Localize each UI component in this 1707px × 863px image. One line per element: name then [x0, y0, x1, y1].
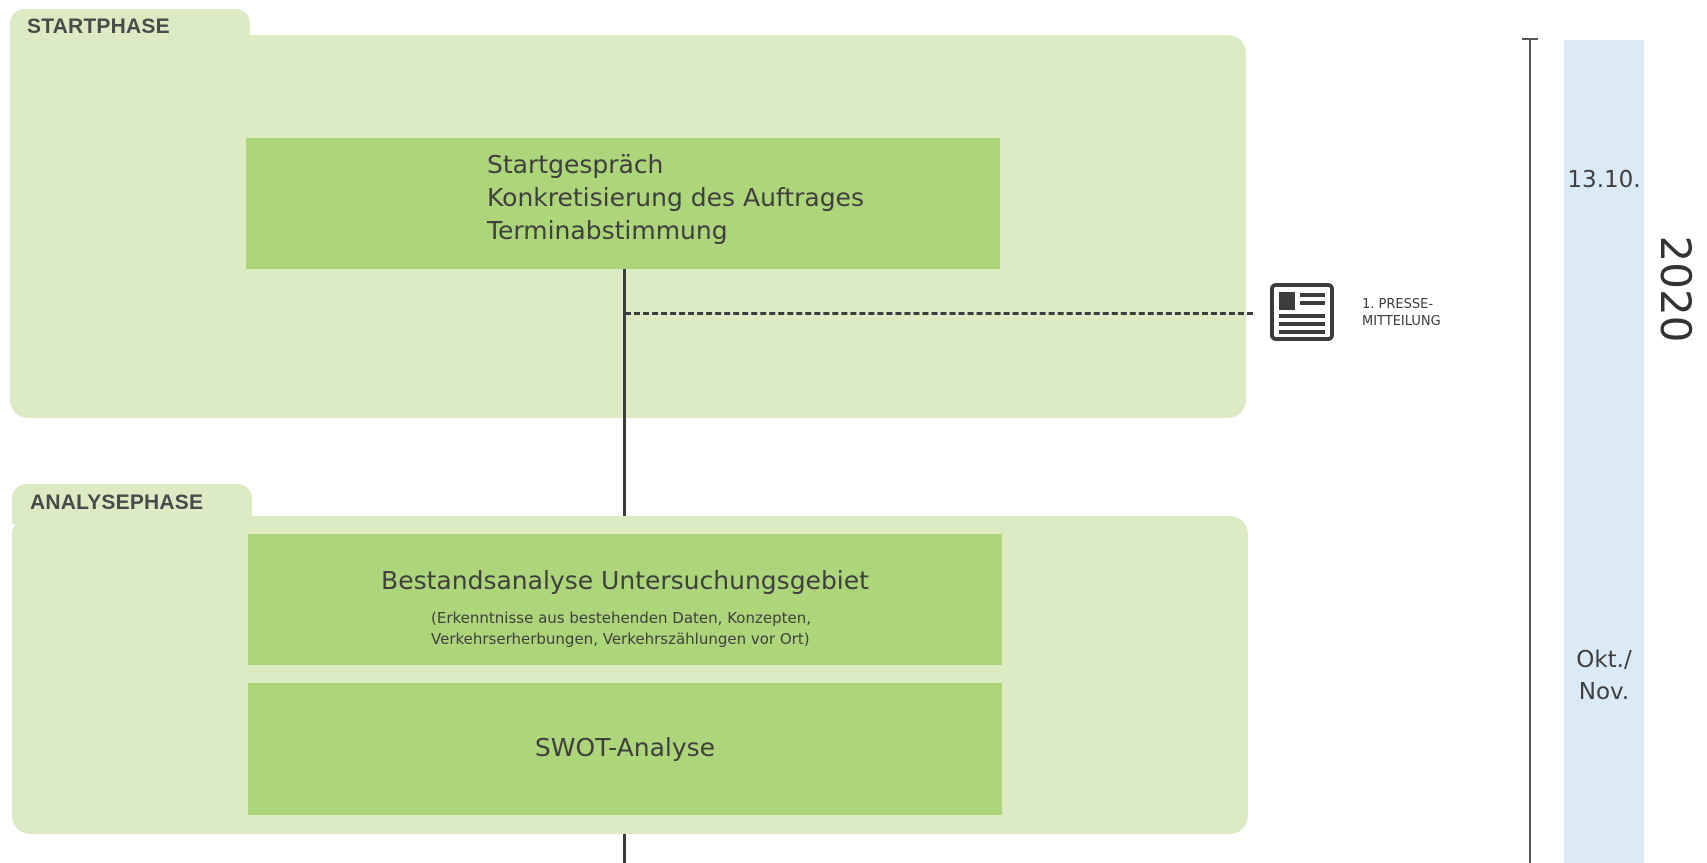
connector-line-lower [623, 815, 626, 863]
bestandsanalyse-title: Bestandsanalyse Untersuchungsgebiet [381, 566, 869, 595]
analysephase-label: ANALYSEPHASE [30, 491, 204, 514]
press-line-2: MITTEILUNG [1362, 314, 1441, 329]
date-13-10: 13.10. [1567, 167, 1641, 193]
startphase-label: STARTPHASE [27, 15, 170, 38]
press-release-label: 1. PRESSE- MITTEILUNG [1362, 296, 1441, 330]
start-box: Startgespräch Konkretisierung des Auftra… [246, 138, 1000, 269]
press-dashed-connector [625, 312, 1253, 315]
date-okt: Okt./ [1576, 647, 1632, 673]
connector-line-upper [623, 269, 626, 534]
start-line-startgespraech: Startgespräch [487, 150, 664, 179]
bestandsanalyse-box: Bestandsanalyse Untersuchungsgebiet (Erk… [248, 534, 1002, 665]
time-band [1564, 40, 1644, 863]
start-line-terminabstimmung: Terminabstimmung [487, 216, 728, 245]
press-line-1: 1. PRESSE- [1362, 297, 1434, 312]
bestandsanalyse-detail: (Erkenntnisse aus bestehenden Daten, Kon… [431, 608, 811, 650]
date-nov: Nov. [1578, 679, 1630, 705]
start-box-text: Startgespräch Konkretisierung des Auftra… [487, 148, 864, 247]
swot-box: SWOT-Analyse [248, 683, 1002, 815]
year-label: 2020 [1651, 235, 1700, 343]
date-okt-nov: Okt./ Nov. [1564, 644, 1644, 708]
timeline-axis [1529, 38, 1531, 863]
swot-title: SWOT-Analyse [534, 733, 716, 762]
newspaper-icon [1270, 283, 1334, 341]
bestandsanalyse-detail-line-1: (Erkenntnisse aus bestehenden Daten, Kon… [431, 609, 811, 627]
start-line-konkretisierung: Konkretisierung des Auftrages [487, 183, 864, 212]
bestandsanalyse-detail-line-2: Verkehrserherbungen, Verkehrszählungen v… [431, 630, 810, 648]
